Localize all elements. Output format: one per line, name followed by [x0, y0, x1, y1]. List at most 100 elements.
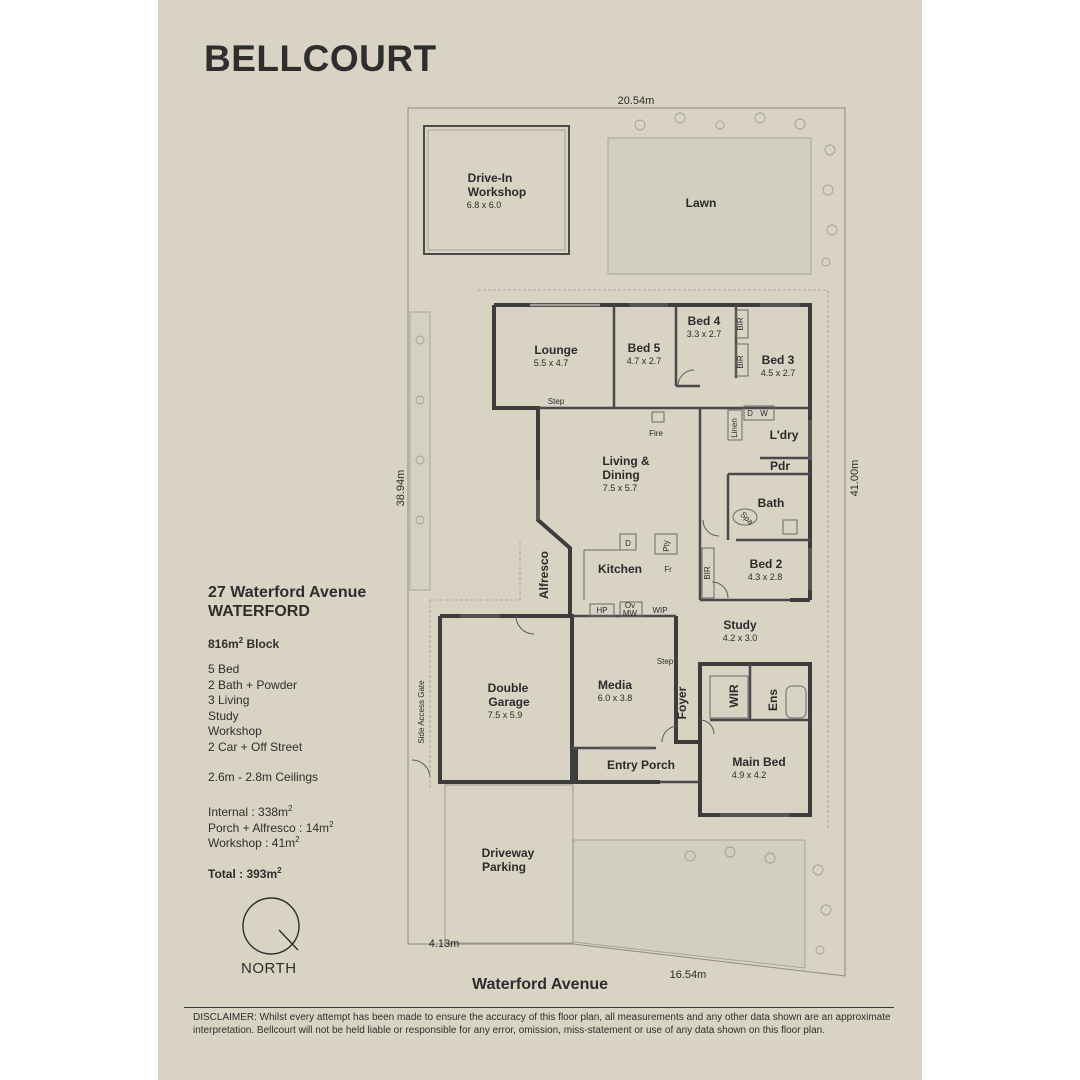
label-microwave: MW — [623, 609, 638, 618]
room-bed5-name: Bed 5 — [628, 341, 661, 355]
driveway-area — [444, 784, 574, 944]
dim-bottom-right: 16.54m — [670, 969, 707, 981]
room-garage-name2: Garage — [488, 695, 530, 709]
room-lounge-size: 5.5 x 4.7 — [534, 358, 569, 368]
label-linen: Linen — [730, 418, 739, 438]
room-main-bed-name: Main Bed — [732, 755, 785, 769]
label-fire: Fire — [649, 429, 663, 438]
paving-outline — [478, 289, 829, 830]
room-workshop-size: 6.8 x 6.0 — [467, 200, 502, 210]
room-bed3-name: Bed 3 — [762, 353, 795, 367]
label-bir-bed3: BIR — [736, 355, 745, 369]
room-living-name2: Dining — [602, 468, 639, 482]
dim-left: 38.94m — [395, 470, 407, 507]
room-bed4-name: Bed 4 — [688, 314, 721, 328]
label-hotplate: HP — [596, 606, 607, 615]
room-study-name: Study — [723, 618, 757, 632]
room-living-size: 7.5 x 5.7 — [603, 483, 638, 493]
block-size: 816m2 Block — [208, 633, 279, 653]
fixtures — [583, 309, 807, 719]
room-bed5-size: 4.7 x 2.7 — [627, 356, 662, 366]
door-swings — [411, 369, 729, 779]
room-foyer-name: Foyer — [675, 686, 689, 719]
features-list: 5 Bed 2 Bath + Powder 3 Living Study Wor… — [208, 662, 302, 755]
disclaimer-text: DISCLAIMER: Whilst every attempt has bee… — [193, 1012, 891, 1036]
label-step-lounge: Step — [548, 397, 565, 406]
room-garage-name: Double — [488, 681, 529, 695]
room-main-bed-size: 4.9 x 4.2 — [732, 770, 767, 780]
area-internal: Internal : 338m — [208, 805, 289, 819]
label-wip: WIP — [652, 606, 667, 615]
label-side-gate: Side Access Gate — [417, 680, 426, 744]
dim-top: 20.54m — [618, 95, 655, 107]
label-step-foyer: Step — [657, 657, 674, 666]
room-alfresco-name: Alfresco — [537, 551, 551, 599]
area-sup: 2 — [329, 819, 334, 829]
room-bed4-size: 3.3 x 2.7 — [687, 329, 722, 339]
area-workshop: Workshop : 41m — [208, 836, 296, 850]
label-dryer: D — [747, 409, 753, 418]
brand-logo: BELLCOURT — [204, 38, 437, 79]
room-living-name: Living & — [602, 454, 650, 468]
feature-item: 2 Bath + Powder — [208, 677, 298, 692]
total-area-value: Total : 393m — [208, 867, 278, 881]
room-media-size: 6.0 x 3.8 — [598, 693, 633, 703]
site-boundary — [407, 107, 846, 977]
street-name: Waterford Avenue — [472, 976, 609, 993]
room-laundry-name: L'dry — [770, 428, 799, 442]
area-item: Workshop : 41m2 — [208, 832, 334, 850]
area-sup: 2 — [295, 835, 300, 844]
room-bath-name: Bath — [758, 496, 785, 510]
dim-right: 41.00m — [849, 460, 861, 497]
room-lawn-name: Lawn — [686, 196, 717, 210]
room-workshop-name2: Workshop — [468, 185, 526, 199]
room-workshop-name: Drive-In — [468, 171, 513, 185]
label-bir-bed2: BIR — [703, 566, 712, 580]
room-powder-name: Pdr — [770, 459, 790, 473]
area-item: Internal : 338m2 — [208, 801, 334, 819]
north-compass-icon — [242, 897, 300, 955]
room-driveway-name: Driveway — [482, 846, 535, 860]
room-bed2-size: 4.3 x 2.8 — [748, 572, 783, 582]
room-media-name: Media — [598, 678, 632, 692]
room-bed2-name: Bed 2 — [750, 557, 783, 571]
label-pantry: Pty — [662, 540, 671, 552]
ceiling-height: 2.6m - 2.8m Ceilings — [208, 770, 319, 784]
block-size-suffix: Block — [243, 637, 280, 651]
total-area: Total : 393m2 — [208, 863, 282, 883]
total-area-sup: 2 — [277, 866, 282, 875]
area-sup: 2 — [288, 804, 293, 813]
feature-item: 5 Bed — [208, 662, 240, 676]
label-washer: W — [760, 409, 768, 418]
area-list: Internal : 338m2 Porch + Alfresco : 14m2… — [208, 801, 334, 850]
feature-item: Study — [208, 708, 239, 723]
workshop-inner — [427, 129, 566, 251]
block-size-sup: 2 — [238, 636, 244, 645]
dim-bottom-left: 4.13m — [429, 938, 460, 950]
block-size-value: 816m — [208, 637, 239, 651]
room-kitchen-name: Kitchen — [598, 562, 642, 576]
label-bir-bed4: BIR — [736, 317, 745, 331]
windows — [460, 303, 812, 817]
garden-bed-left — [409, 311, 431, 591]
disclaimer-divider — [184, 1007, 894, 1008]
address-line-2: WATERFORD — [208, 603, 310, 620]
room-garage-size: 7.5 x 5.9 — [488, 710, 523, 720]
feature-item: 2 Car + Off Street — [208, 739, 303, 754]
feature-item: Workshop — [208, 724, 262, 738]
shrub-plantings — [415, 112, 838, 955]
room-lounge-name: Lounge — [534, 343, 578, 357]
label-dishwasher: D — [625, 539, 631, 548]
north-label: NORTH — [241, 960, 297, 977]
room-driveway-name2: Parking — [482, 860, 526, 874]
feature-item: 3 Living — [208, 693, 250, 707]
room-ensuite-name: Ens — [766, 689, 780, 711]
room-entry-porch-name: Entry Porch — [607, 758, 675, 772]
room-bed3-size: 4.5 x 2.7 — [761, 368, 796, 378]
house-walls — [438, 303, 812, 817]
room-study-size: 4.2 x 3.0 — [723, 633, 758, 643]
workshop-outline — [423, 125, 570, 255]
lawn-area — [607, 137, 812, 275]
label-fridge: Fr — [664, 565, 672, 574]
